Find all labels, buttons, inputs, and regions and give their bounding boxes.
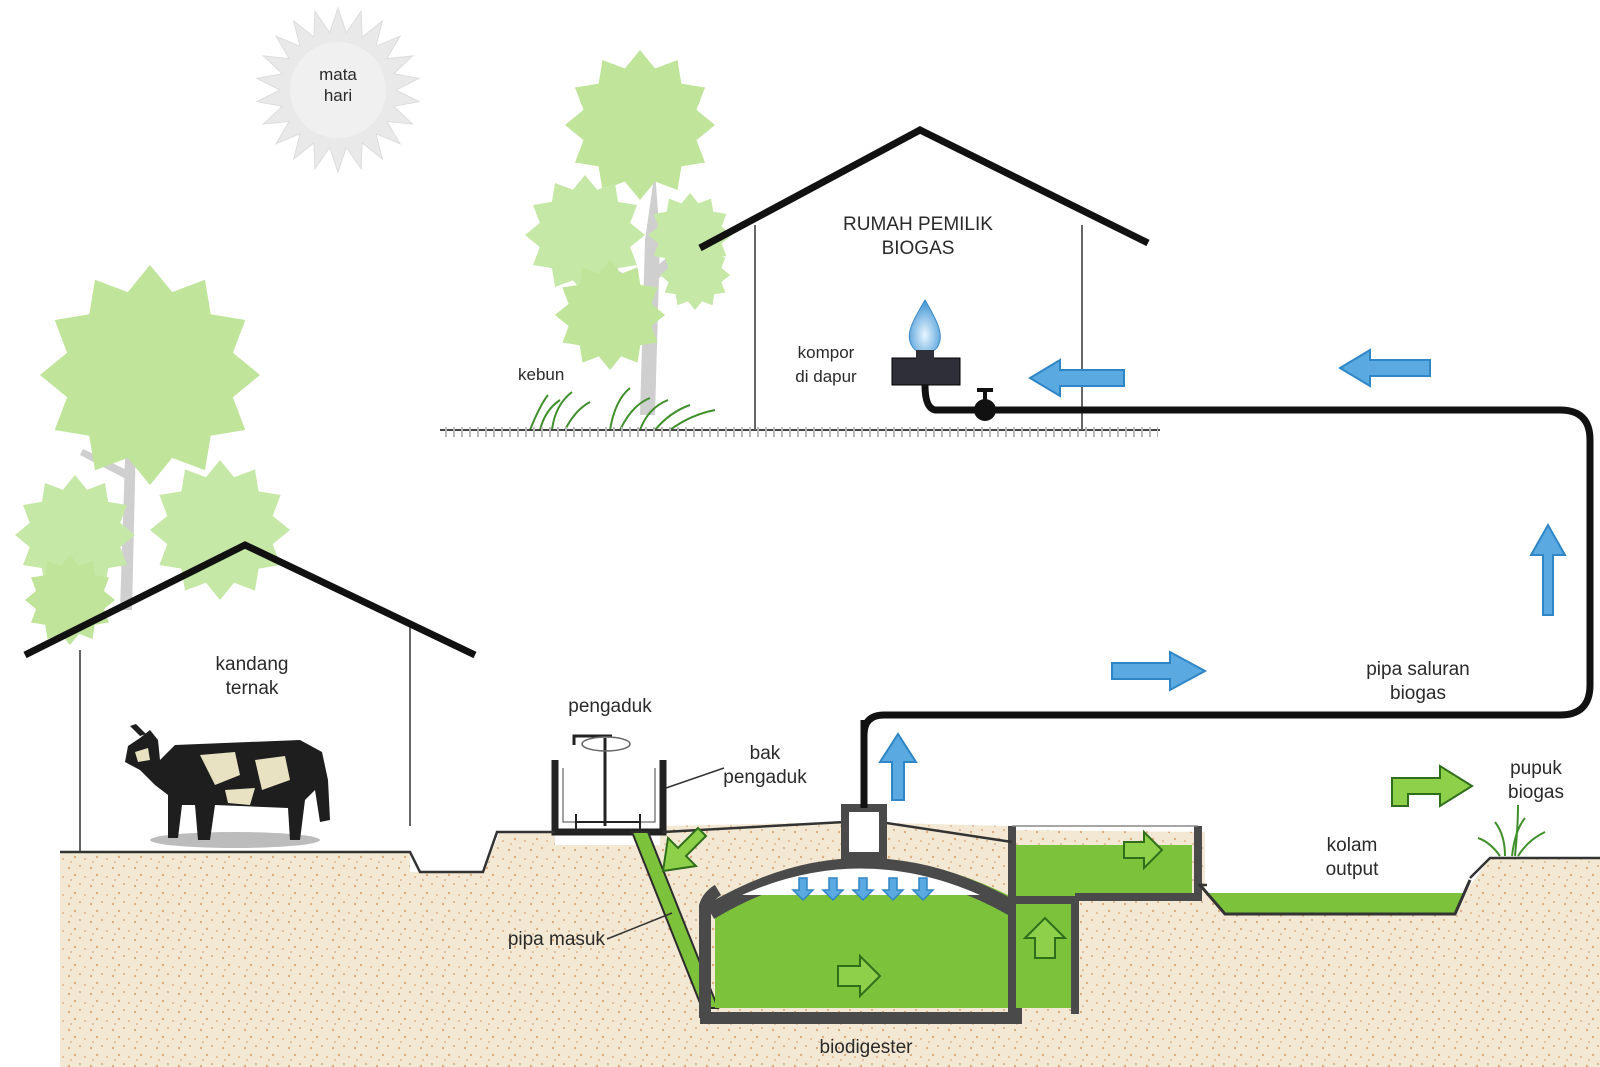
gas-pipe-label-1: pipa saluran xyxy=(1366,659,1470,680)
gas-pipe-label-2: biogas xyxy=(1390,683,1446,704)
output-pond-label-2: output xyxy=(1326,859,1380,880)
stove-label-2: di dapur xyxy=(795,367,857,386)
mixing-tank xyxy=(551,734,667,836)
ground-surface-line xyxy=(60,820,1600,887)
stirrer-label: pengaduk xyxy=(568,696,652,717)
outlet-tank xyxy=(1008,825,1202,1018)
grass-icon xyxy=(1477,804,1546,857)
arrow-down-right-icon xyxy=(661,826,708,873)
arrow-up-icon xyxy=(1529,522,1567,616)
inlet-pipe-leader xyxy=(606,912,673,940)
arrow-left-icon xyxy=(1028,358,1125,398)
gas-flow-arrows xyxy=(878,348,1567,801)
output-pond xyxy=(1198,879,1472,916)
sludge-flow-arrows xyxy=(661,764,1474,999)
stove-burner xyxy=(916,350,934,359)
sun-icon xyxy=(255,6,421,174)
output-pond-label-1: kolam xyxy=(1327,835,1378,856)
arrow-down-icon xyxy=(911,877,935,902)
arrow-turn-right-icon xyxy=(1391,764,1474,808)
cow-icon xyxy=(125,724,330,848)
owner-house xyxy=(698,126,1150,430)
tree-icon xyxy=(525,50,732,415)
fertilizer-label-2: biogas xyxy=(1508,782,1564,803)
sun-label-1: mata xyxy=(319,65,357,84)
tree-icon xyxy=(15,265,290,645)
dome-gas-arrows xyxy=(791,877,935,902)
arrow-left-icon xyxy=(1338,348,1431,388)
barn-label-1: kandang xyxy=(216,654,289,675)
sun-label-2: hari xyxy=(324,86,352,105)
barn-label-2: ternak xyxy=(226,678,279,699)
mixing-tank-leader xyxy=(665,767,725,789)
barn xyxy=(23,541,477,852)
arrow-up-icon xyxy=(1022,916,1068,959)
stove-body xyxy=(891,357,961,386)
grass-icon xyxy=(529,387,716,431)
inlet-pipe-label: pipa masuk xyxy=(508,929,606,950)
house-title-2: BIOGAS xyxy=(882,238,955,259)
mixing-tank-label-2: pengaduk xyxy=(723,767,807,788)
arrow-up-icon xyxy=(878,732,918,801)
arrow-right-icon xyxy=(1123,829,1164,871)
arrow-down-icon xyxy=(881,877,905,902)
arrow-down-icon xyxy=(851,877,875,902)
arrow-right-icon xyxy=(837,953,882,999)
stove-label-1: kompor xyxy=(798,343,855,362)
fertilizer-label-1: pupuk xyxy=(1510,758,1562,779)
gas-flame-icon xyxy=(908,299,941,354)
gas-pipe xyxy=(860,384,1594,790)
arrow-down-icon xyxy=(821,877,845,902)
valve-icon xyxy=(974,388,996,421)
arrow-right-icon xyxy=(1111,650,1208,692)
house-title-1: RUMAH PEMILIK xyxy=(843,214,993,235)
digester-label: biodigester xyxy=(820,1037,914,1058)
garden-label: kebun xyxy=(518,365,564,384)
mixing-tank-label-1: bak xyxy=(750,743,781,764)
arrow-down-icon xyxy=(791,877,815,902)
